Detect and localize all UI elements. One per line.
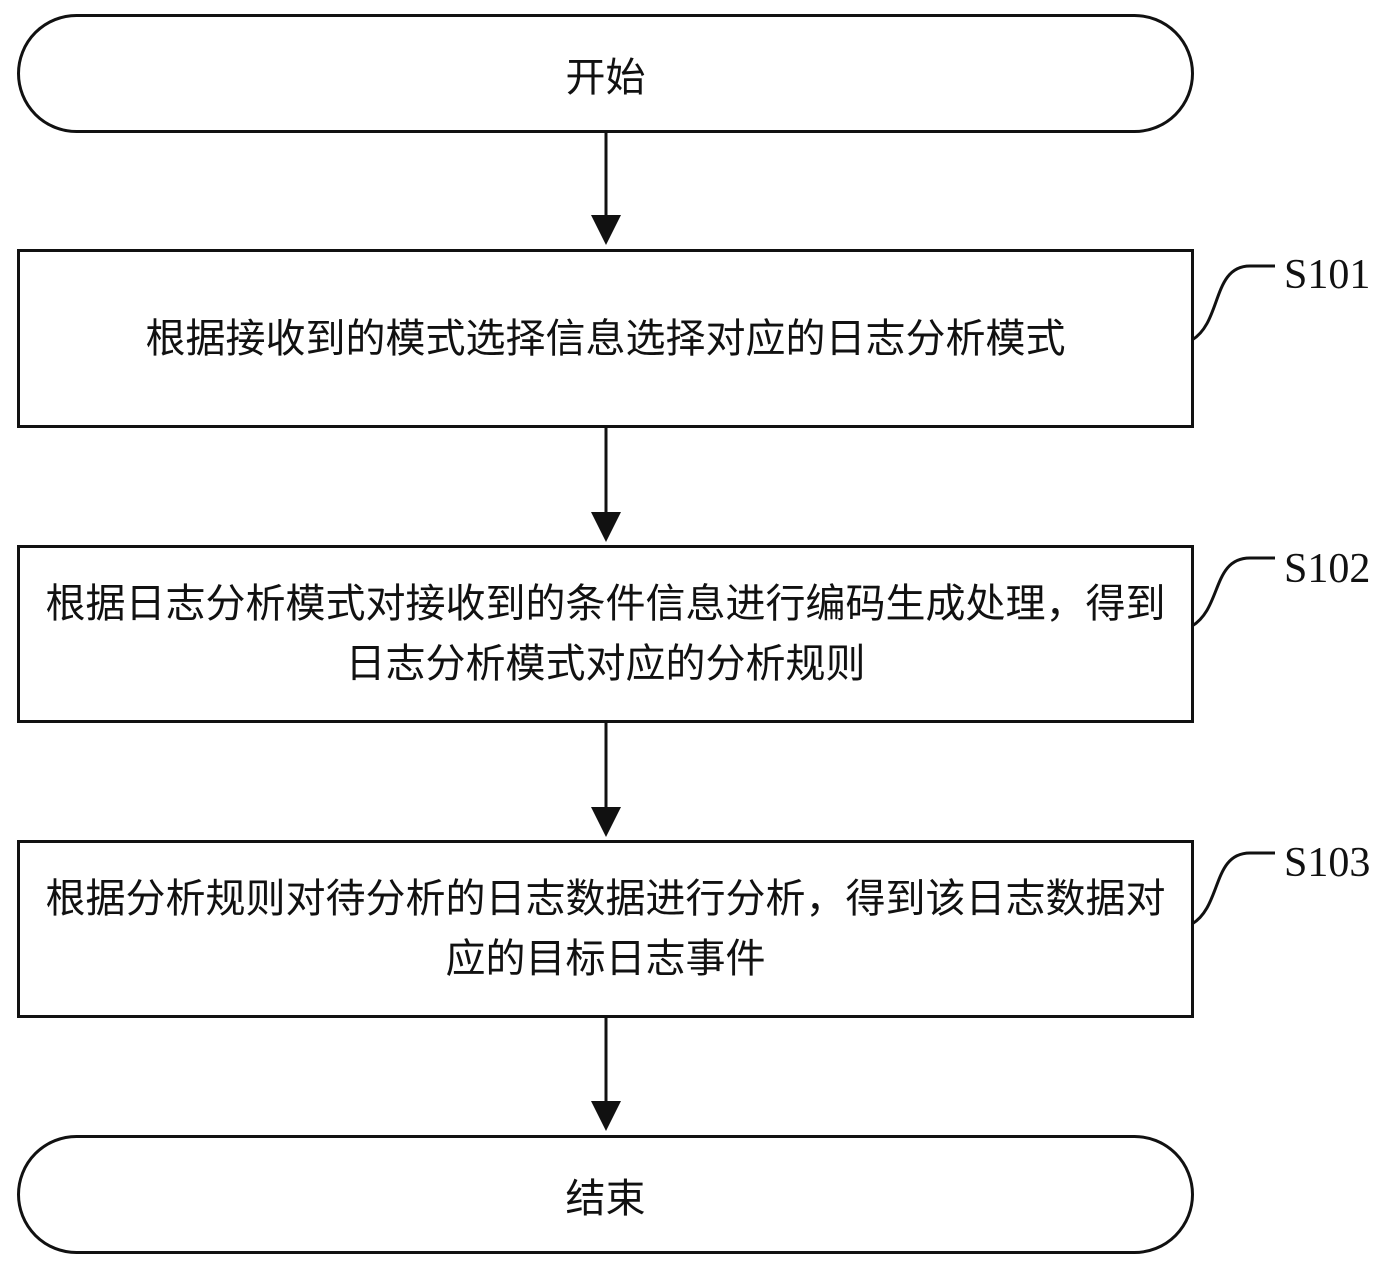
step-label-s101: S101 [1284,252,1371,298]
leader-line-s102 [1191,556,1275,628]
leader-line-s103 [1191,851,1275,926]
start-label: 开始 [565,54,646,101]
step-box-s103: 根据分析规则对待分析的日志数据进行分析，得到该日志数据对应的目标日志事件 [17,840,1194,1018]
end-terminal: 结束 [17,1135,1194,1254]
end-label: 结束 [565,1175,646,1222]
step-text-s103: 根据分析规则对待分析的日志数据进行分析，得到该日志数据对应的目标日志事件 [45,876,1166,982]
start-terminal: 开始 [17,14,1194,133]
step-box-s101: 根据接收到的模式选择信息选择对应的日志分析模式 [17,249,1194,428]
step-text-s102: 根据日志分析模式对接收到的条件信息进行编码生成处理，得到日志分析模式对应的分析规… [45,581,1166,687]
step-text-s101: 根据接收到的模式选择信息选择对应的日志分析模式 [145,315,1066,362]
step-label-s102: S102 [1284,546,1371,592]
step-label-s103: S103 [1284,840,1371,886]
step-box-s102: 根据日志分析模式对接收到的条件信息进行编码生成处理，得到日志分析模式对应的分析规… [17,545,1194,723]
leader-line-s101 [1191,264,1275,342]
